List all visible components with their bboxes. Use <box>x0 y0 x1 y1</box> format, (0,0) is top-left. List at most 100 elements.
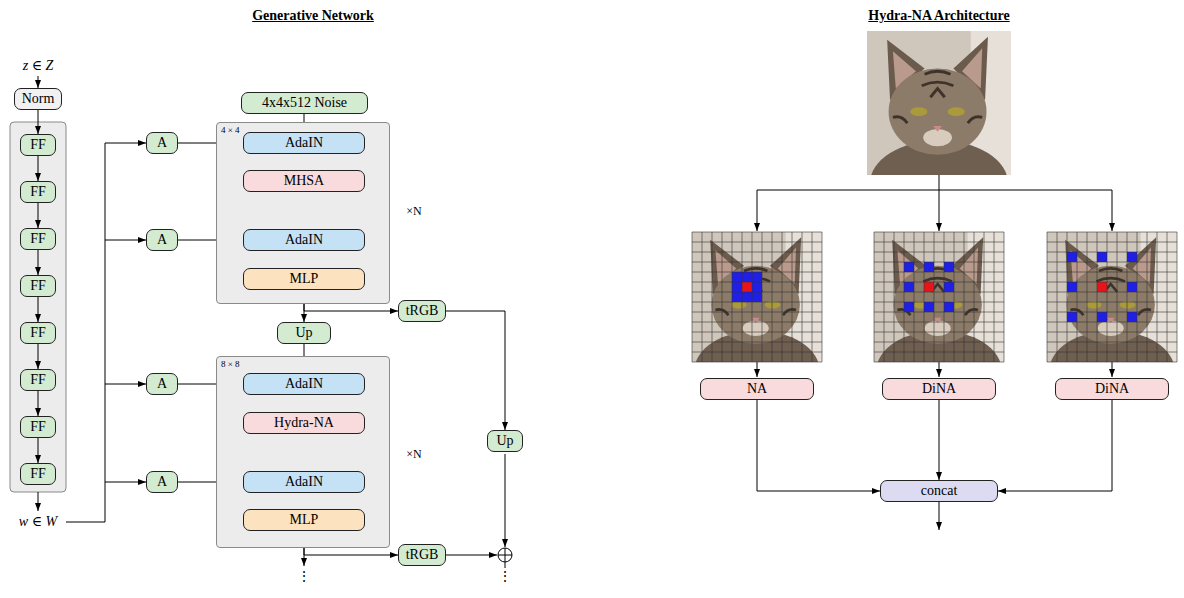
box-label: tRGB <box>406 304 439 319</box>
style-wire <box>105 240 146 241</box>
attention-cell <box>924 262 934 272</box>
connector <box>939 400 940 480</box>
adain-box: AdaIN <box>243 132 365 154</box>
style-wire <box>105 143 146 144</box>
box-label: A <box>157 136 167 151</box>
attention-cell <box>1097 312 1107 322</box>
grid-line <box>1047 352 1177 353</box>
grid-line <box>1047 282 1177 283</box>
grid-line <box>1047 322 1177 323</box>
resolution-label: 4 × 4 <box>221 126 240 135</box>
attention-cell <box>732 272 742 282</box>
attention-cell <box>1097 252 1107 262</box>
grid-line <box>874 232 875 362</box>
grid-line <box>1047 252 1177 253</box>
section-heading: Generative Network <box>252 8 374 23</box>
trgb-box: tRGB <box>398 544 446 566</box>
attention-cell <box>752 272 762 282</box>
continuation-dots: ⋮ <box>498 569 512 584</box>
box-label: Up <box>496 434 513 449</box>
box-label: AdaIN <box>285 136 323 151</box>
adain-box: AdaIN <box>243 471 365 493</box>
attention-cell <box>742 292 752 302</box>
attention-cell <box>1127 282 1137 292</box>
grid-wire <box>1112 362 1113 377</box>
grid-figure <box>874 232 1004 409</box>
box-label: A <box>157 233 167 248</box>
attention-cell <box>1127 252 1137 262</box>
norm-box: Norm <box>14 88 62 110</box>
connector <box>38 250 39 275</box>
box-label: MHSA <box>284 174 324 189</box>
grid-line <box>874 302 1004 303</box>
grid-line <box>742 232 743 362</box>
cat-photo <box>692 232 822 409</box>
trgb-box: tRGB <box>398 300 446 322</box>
grid-line <box>822 232 823 362</box>
rgb-wire <box>505 454 506 547</box>
grid-line <box>1147 232 1148 362</box>
grid-line <box>692 312 822 313</box>
box-label: NA <box>747 382 767 397</box>
box-label: A <box>157 475 167 490</box>
rgb-wire <box>446 555 497 556</box>
attention-cell <box>742 282 752 292</box>
box-label: AdaIN <box>285 377 323 392</box>
attention-cell <box>904 282 914 292</box>
block-panel: 8 × 8AdaINHydra-NAAdaINMLP <box>216 356 390 548</box>
grid-line <box>692 332 822 333</box>
grid-line <box>964 232 965 362</box>
cat-photo <box>874 232 1004 409</box>
grid-line <box>692 242 822 243</box>
grid-line <box>994 232 995 362</box>
grid-wire <box>939 362 940 377</box>
cat-photo <box>867 31 1011 227</box>
noise-box: 4x4x512 Noise <box>241 92 368 114</box>
attention-cell <box>924 302 934 312</box>
image-wire <box>939 175 940 231</box>
ff-box: FF <box>20 369 56 391</box>
attention-cell <box>1067 252 1077 262</box>
grid-line <box>1157 232 1158 362</box>
grid-line <box>874 332 1004 333</box>
grid-line <box>874 262 1004 263</box>
grid-line <box>692 342 822 343</box>
grid-line <box>1047 312 1177 313</box>
grid-line <box>692 232 693 362</box>
grid-line <box>1087 232 1088 362</box>
grid-line <box>974 232 975 362</box>
box-label: concat <box>921 484 958 499</box>
grid-line <box>874 312 1004 313</box>
grid-line <box>692 322 822 323</box>
grid-line <box>692 232 822 233</box>
box-label: FF <box>30 185 46 200</box>
concat-output <box>939 502 940 530</box>
grid-line <box>1097 232 1098 362</box>
box-label: Norm <box>22 92 55 107</box>
grid-line <box>1004 232 1005 362</box>
grid-line <box>874 232 1004 233</box>
connector <box>38 438 39 463</box>
grid-line <box>984 232 985 362</box>
grid-line <box>1047 362 1177 363</box>
connector <box>757 400 880 491</box>
affine-box: A <box>146 471 178 493</box>
grid-line <box>712 232 713 362</box>
grid-line <box>1127 232 1128 362</box>
grid-line <box>954 232 955 362</box>
box-label: FF <box>30 373 46 388</box>
attention-box: Hydra-NA <box>243 412 365 434</box>
grid-line <box>934 232 935 362</box>
grid-line <box>1047 342 1177 343</box>
grid-figure <box>692 232 822 409</box>
attention-cell <box>1067 282 1077 292</box>
concat-box: concat <box>880 480 998 502</box>
grid-line <box>692 252 822 253</box>
grid-line <box>904 232 905 362</box>
input-arrow <box>38 76 39 88</box>
grid-line <box>692 262 822 263</box>
box-label: DiNA <box>922 382 956 397</box>
repeat-label: ×N <box>406 205 421 218</box>
